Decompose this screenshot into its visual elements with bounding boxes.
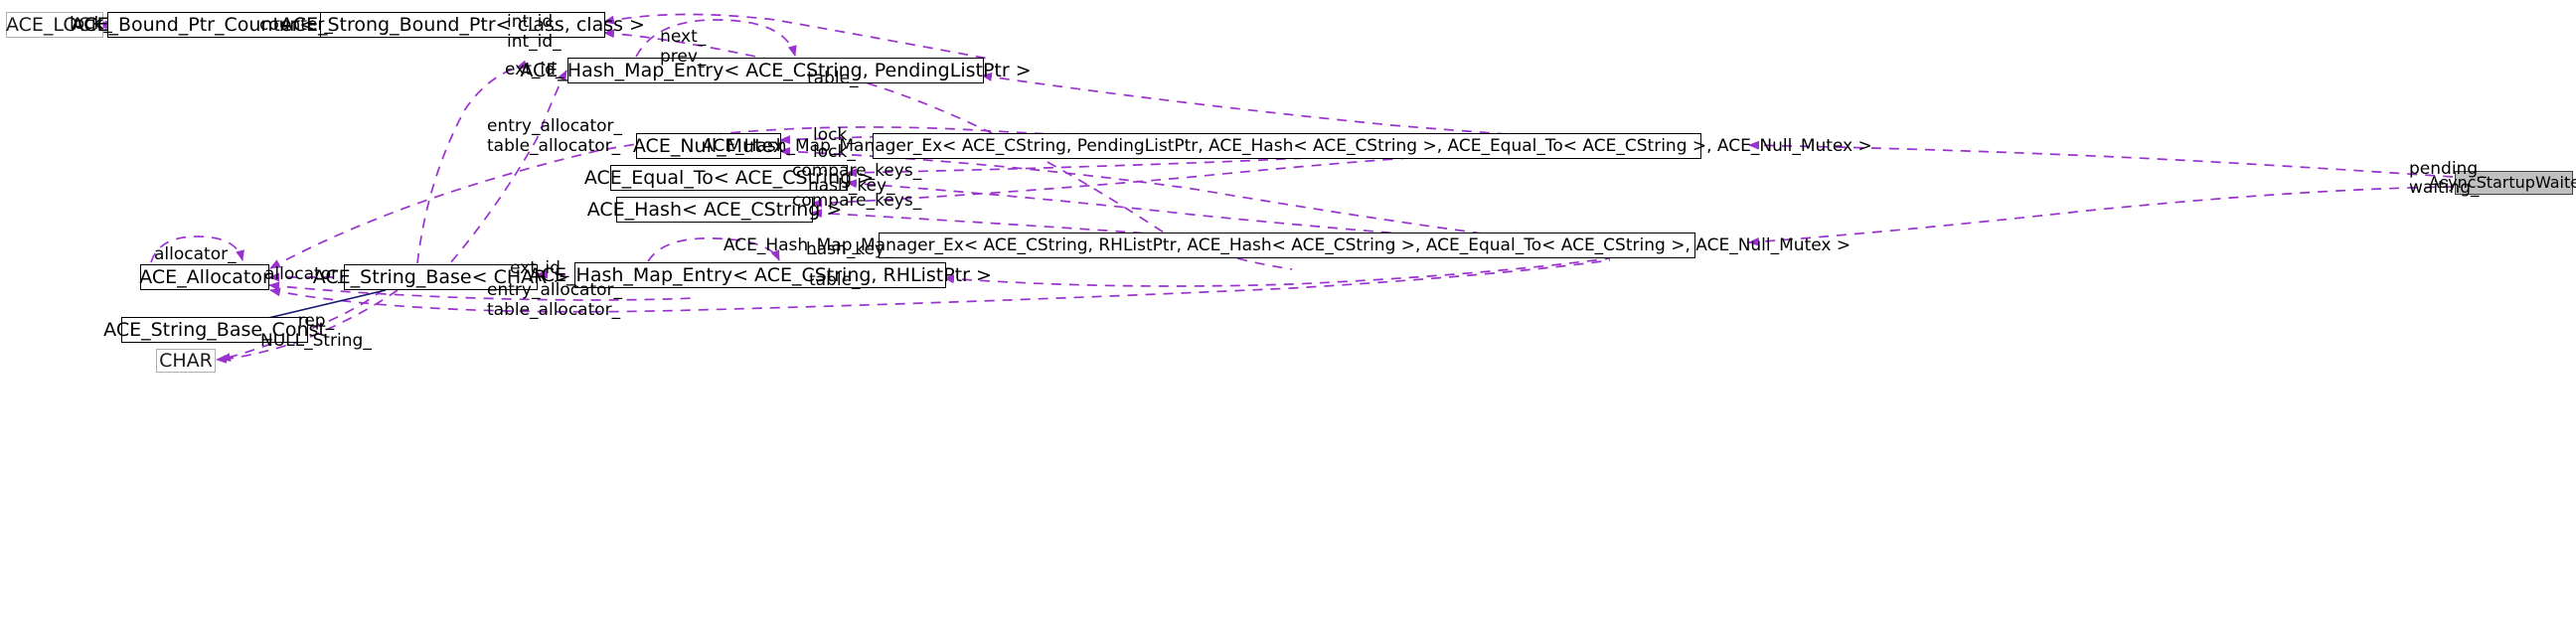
edge-label-entry-table-allocator-2: entry_allocator_ table_allocator_	[487, 280, 623, 321]
edge-label-allocator-1: allocator_	[154, 244, 237, 264]
node-ace-hash[interactable]: ACE_Hash< ACE_CString >	[587, 197, 842, 223]
edge-table-2	[943, 257, 1611, 287]
edge-label-ext-id-2: ext_id_	[510, 258, 569, 278]
edge-extid-1	[448, 70, 567, 265]
edge-label-rep-null-string: rep_ NULL_String_	[260, 311, 372, 352]
node-char[interactable]: CHAR	[156, 349, 216, 373]
node-ace-string-base-const[interactable]: ACE_String_Base_Const	[103, 317, 326, 343]
edge-next-prev-1	[635, 19, 797, 58]
edge-label-compare-keys-2: compare_keys_	[792, 191, 922, 211]
edge-label-ext-id-1: ext_id_	[505, 60, 564, 79]
edge-label-lock-3: lock_	[813, 142, 856, 162]
node-ace-strong-bound-ptr[interactable]: ACE_Strong_Bound_Ptr< class, class >	[280, 12, 645, 38]
edge-label-waiting: waiting_	[2409, 178, 2480, 198]
edge-label-counter-1: counter_	[259, 15, 333, 35]
node-hash-map-manager-pending[interactable]: ACE_Hash_Map_Manager_Ex< ACE_CString, Pe…	[702, 133, 1872, 159]
edge-label-lock-1: lock_	[70, 14, 112, 34]
node-ace-string-base[interactable]: ACE_String_Base< CHAR >	[313, 264, 568, 290]
edge-label-table-1: table_	[807, 69, 859, 88]
edge-stringbase-up	[416, 60, 528, 264]
edge-label-allocator-2: allocator_	[264, 264, 347, 284]
edge-table-1	[981, 72, 1591, 140]
node-ace-allocator[interactable]: ACE_Allocator	[139, 264, 270, 290]
edge-rep-null-string	[220, 288, 385, 362]
edge-label-int-id-1: int_id_	[507, 12, 562, 32]
edge-compare-keys-2	[846, 179, 1551, 245]
edge-label-compare-keys-1: compare_keys_	[792, 161, 922, 181]
node-hash-map-manager-rh[interactable]: ACE_Hash_Map_Manager_Ex< ACE_CString, RH…	[724, 233, 1851, 258]
edge-waiting	[1748, 186, 2454, 246]
edge-label-next-prev-1: next_ prev_	[660, 27, 707, 68]
node-ace-equal-to[interactable]: ACE_Equal_To< ACE_CString >	[584, 165, 874, 191]
edge-label-int-id-2: int_id_	[507, 32, 562, 52]
edge-compare-keys-1	[846, 146, 1551, 178]
node-hash-map-entry-rh[interactable]: ACE_Hash_Map_Entry< ACE_CString, RHListP…	[529, 262, 992, 288]
edge-next-prev-2	[647, 237, 780, 262]
edge-allocator-self	[150, 235, 244, 263]
edge-allocator-2	[268, 281, 697, 301]
edge-label-pending: pending_	[2409, 159, 2487, 179]
edge-pending	[1748, 140, 2454, 178]
node-hash-map-entry-pending[interactable]: ACE_Hash_Map_Entry< ACE_CString, Pending…	[520, 58, 1032, 83]
node-ace-lock[interactable]: ACE_LOCK	[6, 12, 103, 38]
edge-label-hash-key-2: hash_key_	[806, 239, 893, 259]
node-ace-null-mutex[interactable]: ACE_Null_Mutex	[633, 133, 784, 159]
edge-label-hash-key-1: hash_key_	[808, 176, 895, 196]
edge-label-lock-2: lock_	[813, 125, 856, 145]
edge-entry-table-alloc-2	[269, 259, 1611, 313]
edge-label-table-2: table_	[809, 270, 861, 290]
node-async-startup-waiter[interactable]: AsyncStartupWaiter_i	[2429, 171, 2576, 195]
edge-label-entry-table-allocator-1: entry_allocator_ table_allocator_	[487, 116, 623, 157]
